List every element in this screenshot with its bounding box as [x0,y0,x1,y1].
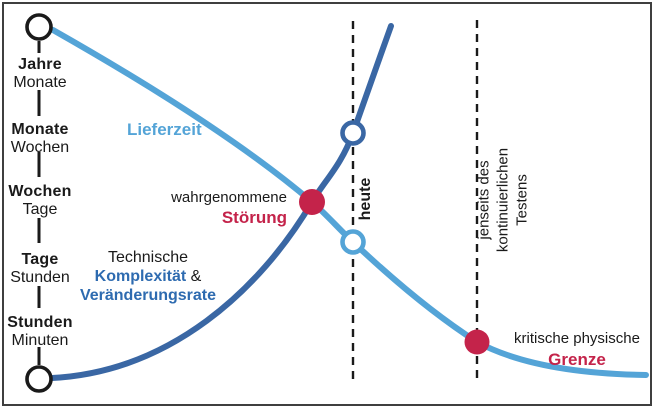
axis-label-bold: Monate [11,121,69,138]
today-label: heute [357,177,374,221]
axis-label-regular: Minuten [11,332,69,349]
axis-label-regular: Tage [22,201,58,218]
axis-label-jahre-monate: Jahre Monate [0,56,80,92]
physical-limit-dot [464,329,490,355]
today-delivery-marker [340,229,366,255]
axis-top-circle [25,13,53,41]
limit-line1: kritische physische [514,330,640,347]
axis-label-bold: Stunden [7,314,73,331]
beyond-line1: jenseits des kontinuierlichen [475,147,512,253]
axis-label-regular: Stunden [10,269,70,286]
axis-label-regular: Wochen [10,139,70,156]
complexity-line1: Technische [107,249,189,266]
axis-bottom-circle [25,365,53,393]
axis-label-bold: Jahre [18,56,62,73]
axis-label-bold: Tage [21,251,59,268]
beyond-line2: Testens [513,174,531,226]
perceived-disruption-dot [299,189,325,215]
axis-label-wochen-tage: Wochen Tage [0,183,80,219]
complexity-line2: Komplexität & [94,268,202,285]
limit-line2: Grenze [548,350,606,369]
axis-label-monate-wochen: Monate Wochen [0,121,80,157]
beyond-testing-label: jenseits des kontinuierlichen Testens [475,125,532,276]
complexity-line3: Veränderungsrate [79,287,217,304]
disruption-line1: wahrgenommene [171,189,287,206]
perceived-disruption-label: wahrgenommene Störung [171,188,287,228]
axis-label-regular: Monate [13,74,67,91]
complexity-label: Technische Komplexität & Veränderungsrat… [80,248,216,305]
physical-limit-label: kritische physische Grenze [514,328,640,370]
today-complexity-marker [340,120,366,146]
delivery-time-curve [50,27,649,378]
axis-label-stunden-minuten: Stunden Minuten [0,314,80,350]
axis-label-bold: Wochen [8,183,72,200]
delivery-time-label: Lieferzeit [127,120,202,139]
disruption-line2: Störung [221,208,287,227]
axis-label-tage-stunden: Tage Stunden [0,251,80,287]
